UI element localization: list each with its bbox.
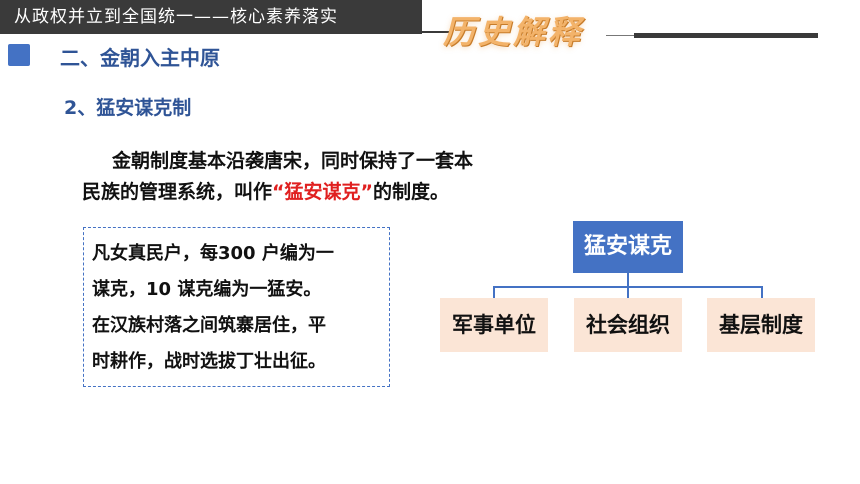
highlighted-term: “猛安谋克” xyxy=(272,181,373,203)
header-divider-left xyxy=(422,31,450,33)
diagram-connector xyxy=(761,286,763,298)
diagram-child-grassroots-system: 基层制度 xyxy=(707,298,815,352)
note-line: 在汉族村落之间筑寨居住，平 xyxy=(92,315,326,336)
history-interpretation-badge: 历史解释 xyxy=(442,13,583,51)
diagram-connector xyxy=(493,286,495,298)
note-line: 凡女真民户，每300 户编为一 xyxy=(92,243,334,264)
header-divider-thin xyxy=(606,35,634,36)
diagram-connector xyxy=(627,286,629,298)
diagram-connector xyxy=(627,273,629,288)
diagram-child-military-unit: 军事单位 xyxy=(440,298,548,352)
diagram-root-node: 猛安谋克 xyxy=(573,221,683,273)
paragraph-line-1: 金朝制度基本沿袭唐宋，同时保持了一套本 xyxy=(112,150,474,172)
header-divider-right xyxy=(634,33,818,38)
section-bullet-icon xyxy=(8,44,30,66)
paragraph-line-2-before: 民族的管理系统，叫作 xyxy=(82,181,273,203)
subsection-title: 2、猛安谋克制 xyxy=(64,97,192,119)
note-box: 凡女真民户，每300 户编为一 谋克，10 谋克编为一猛安。 在汉族村落之间筑寨… xyxy=(83,227,390,387)
paragraph-line-2-after: 的制度。 xyxy=(373,181,450,203)
header-title-bar: 从政权并立到全国统一——核心素养落实 xyxy=(0,0,422,34)
section-title: 二、金朝入主中原 xyxy=(60,46,220,70)
paragraph-line-2: 民族的管理系统，叫作“猛安谋克”的制度。 xyxy=(82,177,449,204)
note-line: 谋克，10 谋克编为一猛安。 xyxy=(92,279,322,300)
header-title: 从政权并立到全国统一——核心素养落实 xyxy=(14,7,338,27)
diagram-child-social-organization: 社会组织 xyxy=(574,298,682,352)
note-line: 时耕作，战时选拔丁壮出征。 xyxy=(92,351,326,372)
